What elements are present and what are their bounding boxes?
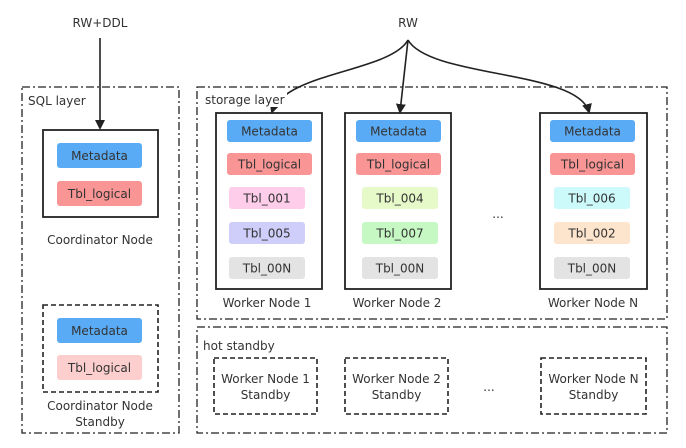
coordinator-tbl-logical-label: Tbl_logical: [67, 187, 131, 201]
hot-standby-frame: [196, 326, 668, 434]
worker-node-1: Metadata Tbl_logical Tbl_001 Tbl_005 Tbl…: [215, 112, 323, 310]
storage-layer-frame: [196, 86, 668, 320]
rw-arrow-worker-2: [395, 39, 409, 114]
storage-layer: storage layer Metadata Tbl_logical Tbl_0…: [196, 86, 668, 320]
sql-layer-frame: [21, 86, 180, 434]
storage-layer-label: storage layer: [205, 93, 285, 107]
worker-1-item-label: Tbl_00N: [242, 262, 292, 276]
rw-label: RW: [398, 16, 418, 30]
coordinator-metadata-pill: [57, 143, 142, 168]
worker-node-2-box: [344, 112, 452, 290]
worker-1-item-label: Tbl_logical: [237, 158, 301, 172]
worker-node-n: Metadata Tbl_logical Tbl_006 Tbl_002 Tbl…: [539, 112, 648, 310]
worker-n-item-label: Tbl_002: [567, 227, 615, 241]
worker-node-n-standby: Worker Node N Standby: [540, 357, 647, 415]
rw-arrow-worker-n: [407, 39, 592, 114]
storage-label-mask: [203, 91, 287, 107]
worker-2-item-label: Metadata: [370, 125, 427, 139]
coordinator-standby: Metadata Tbl_logical Coordinator Node St…: [42, 304, 159, 429]
worker-2-tbl-logical-pill: [356, 153, 441, 175]
worker-n-metadata-pill: [550, 120, 635, 142]
standby-tbl-logical-label: Tbl_logical: [67, 361, 131, 375]
sql-layer: SQL layer Metadata Tbl_logical Coordinat…: [21, 86, 180, 434]
standby-node-line2: Standby: [569, 388, 619, 402]
worker-n-item-label: Tbl_006: [567, 192, 615, 206]
coordinator-standby-caption-2: Standby: [75, 415, 125, 429]
worker-1-item-label: Metadata: [241, 125, 298, 139]
worker-node-2-standby-box: [344, 357, 449, 415]
worker-1-metadata-pill: [227, 120, 312, 142]
worker-node-n-standby-box: [540, 357, 647, 415]
worker-node-n-box: [539, 112, 648, 290]
standby-tbl-logical-pill: [57, 355, 142, 380]
worker-n-item-label: Tbl_logical: [560, 158, 624, 172]
standby-metadata-pill: [57, 318, 142, 343]
sql-layer-label: SQL layer: [28, 94, 86, 108]
standby-metadata-label: Metadata: [71, 324, 128, 338]
coordinator-node: Metadata Tbl_logical Coordinator Node: [42, 129, 159, 247]
worker-1-tbl-00n-pill: [229, 257, 305, 279]
worker-n-tbl-logical-pill: [550, 153, 635, 175]
coordinator-node-caption: Coordinator Node: [47, 233, 153, 247]
rw-ddl-label: RW+DDL: [73, 16, 128, 30]
worker-n-tbl-00n-pill: [554, 257, 630, 279]
worker-2-item-label: Tbl_004: [375, 192, 423, 206]
worker-2-tbl-00n-pill: [362, 257, 438, 279]
worker-node-2-standby: Worker Node 2 Standby: [344, 357, 449, 415]
worker-node-2-caption: Worker Node 2: [353, 296, 442, 310]
worker-2-item-label: Tbl_007: [375, 227, 423, 241]
rw-arrow-worker-1: [269, 39, 409, 114]
worker-2-tbl-004-pill: [362, 187, 438, 209]
worker-n-tbl-002-pill: [554, 222, 630, 244]
worker-1-tbl-005-pill: [229, 222, 305, 244]
hot-standby-layer: hot standby Worker Node 1 Standby Worker…: [196, 326, 668, 434]
hot-standby-label: hot standby: [203, 339, 275, 353]
standby-node-line2: Standby: [372, 388, 422, 402]
worker-node-1-standby-box: [213, 357, 318, 415]
standby-node-line2: Standby: [241, 388, 291, 402]
worker-2-tbl-007-pill: [362, 222, 438, 244]
worker-n-item-label: Metadata: [564, 125, 621, 139]
worker-n-tbl-006-pill: [554, 187, 630, 209]
standby-node-line1: Worker Node 1: [221, 372, 310, 386]
coordinator-node-box: [42, 129, 159, 218]
coordinator-tbl-logical-pill: [57, 181, 142, 206]
worker-1-tbl-001-pill: [229, 187, 305, 209]
worker-node-1-caption: Worker Node 1: [223, 296, 312, 310]
standby-node-line1: Worker Node 2: [352, 372, 441, 386]
storage-ellipsis: ...: [492, 207, 503, 221]
worker-node-1-standby: Worker Node 1 Standby: [213, 357, 318, 415]
worker-1-item-label: Tbl_005: [242, 227, 290, 241]
worker-2-item-label: Tbl_00N: [375, 262, 425, 276]
worker-1-tbl-logical-pill: [227, 153, 312, 175]
worker-1-item-label: Tbl_001: [242, 192, 290, 206]
worker-2-item-label: Tbl_logical: [366, 158, 430, 172]
coordinator-metadata-label: Metadata: [71, 149, 128, 163]
coordinator-standby-box: [42, 304, 159, 393]
worker-node-n-caption: Worker Node N: [548, 296, 638, 310]
worker-node-2: Metadata Tbl_logical Tbl_004 Tbl_007 Tbl…: [344, 112, 452, 310]
worker-2-metadata-pill: [356, 120, 441, 142]
hot-standby-ellipsis: ...: [483, 380, 494, 394]
coordinator-standby-caption-1: Coordinator Node: [47, 399, 153, 413]
worker-n-item-label: Tbl_00N: [567, 262, 617, 276]
worker-node-1-box: [215, 112, 323, 290]
standby-node-line1: Worker Node N: [548, 372, 638, 386]
